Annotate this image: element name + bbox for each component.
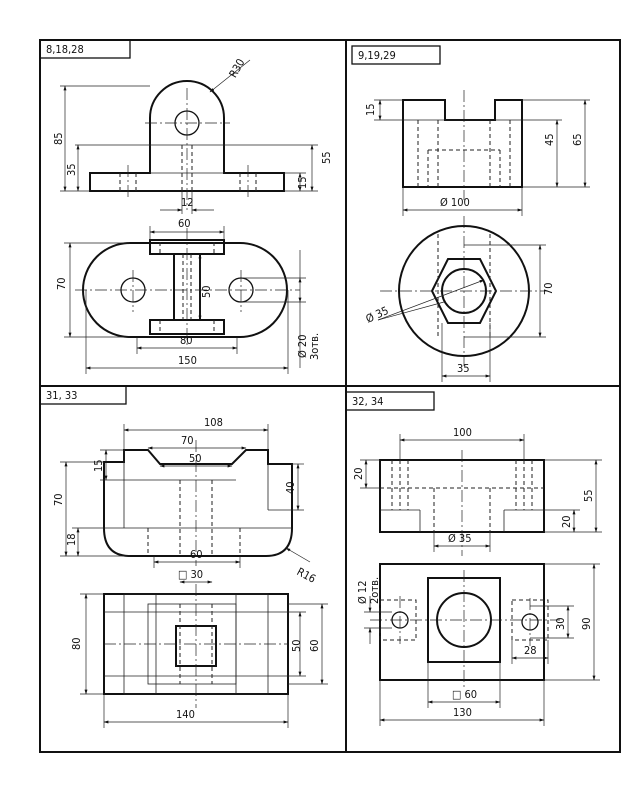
- svg-text:70: 70: [55, 277, 68, 290]
- svg-text:55: 55: [582, 489, 595, 502]
- svg-text:15: 15: [296, 176, 309, 189]
- panel-tag-2: 9,19,29: [351, 45, 441, 65]
- svg-text:80: 80: [70, 637, 83, 650]
- svg-text:15: 15: [92, 459, 105, 472]
- svg-text:45: 45: [543, 133, 556, 146]
- svg-text:80: 80: [180, 334, 193, 347]
- svg-text:70: 70: [542, 282, 555, 295]
- svg-text:85: 85: [52, 132, 65, 145]
- svg-text:30: 30: [554, 617, 567, 630]
- svg-text:60: 60: [178, 217, 191, 230]
- svg-text:18: 18: [65, 533, 78, 546]
- svg-text:9,19,29: 9,19,29: [358, 49, 396, 62]
- svg-text:32, 34: 32, 34: [352, 395, 383, 408]
- svg-text:150: 150: [178, 354, 197, 367]
- svg-text:12: 12: [181, 196, 194, 209]
- svg-text:2отв.: 2отв.: [368, 577, 381, 604]
- svg-text:60: 60: [190, 548, 203, 561]
- svg-text:140: 140: [176, 708, 195, 721]
- panel-tag-3: 31, 33: [39, 385, 127, 405]
- panel-3-top-view: 80 50 60 140: [70, 584, 328, 728]
- svg-text:Ø 12: Ø 12: [356, 580, 369, 604]
- svg-text:Ø 35: Ø 35: [448, 532, 472, 545]
- svg-text:28: 28: [524, 644, 537, 657]
- svg-text:60: 60: [308, 639, 321, 652]
- panel-1-top-view: 60 70 50 80 150 Ø 20 3отв.: [55, 217, 321, 374]
- svg-text:□ 60: □ 60: [452, 688, 477, 701]
- svg-text:55: 55: [320, 151, 333, 164]
- svg-text:□ 30: □ 30: [178, 568, 203, 581]
- svg-text:130: 130: [453, 706, 472, 719]
- svg-text:Ø 20: Ø 20: [296, 334, 309, 358]
- svg-text:3отв.: 3отв.: [308, 333, 321, 360]
- svg-text:Ø 100: Ø 100: [440, 196, 470, 209]
- svg-text:R16: R16: [295, 565, 318, 586]
- panel-2-top-view: Ø 35 70 35: [364, 216, 555, 382]
- svg-text:108: 108: [204, 416, 223, 429]
- svg-text:90: 90: [580, 617, 593, 630]
- panel-tag-1: 8,18,28: [39, 39, 131, 59]
- svg-text:8,18,28: 8,18,28: [46, 43, 84, 56]
- svg-text:15: 15: [364, 103, 377, 116]
- svg-text:Ø 35: Ø 35: [364, 304, 391, 326]
- panel-4-front-view: 100 20 55 20 Ø 35: [352, 426, 602, 556]
- svg-text:70: 70: [181, 434, 194, 447]
- svg-text:20: 20: [352, 467, 365, 480]
- svg-text:50: 50: [290, 639, 303, 652]
- svg-text:35: 35: [65, 163, 78, 176]
- svg-text:31, 33: 31, 33: [46, 389, 77, 402]
- svg-text:50: 50: [189, 452, 202, 465]
- svg-text:50: 50: [200, 285, 213, 298]
- svg-text:65: 65: [571, 133, 584, 146]
- panel-2-front-view: 15 45 65 Ø 100: [364, 90, 590, 216]
- panel-tag-4: 32, 34: [345, 391, 435, 411]
- panel-3-front-view: 108 70 50 15 70 40 18 60 R16: [52, 416, 318, 586]
- svg-text:35: 35: [457, 362, 470, 375]
- panel-1-front-view: R30 85 35 55 15 12: [52, 57, 333, 214]
- svg-text:100: 100: [453, 426, 472, 439]
- svg-text:20: 20: [560, 515, 573, 528]
- svg-text:40: 40: [284, 481, 297, 494]
- svg-text:70: 70: [52, 493, 65, 506]
- panel-4-top-view: Ø 12 2отв. 30 90 28 □ 60 130: [356, 563, 600, 726]
